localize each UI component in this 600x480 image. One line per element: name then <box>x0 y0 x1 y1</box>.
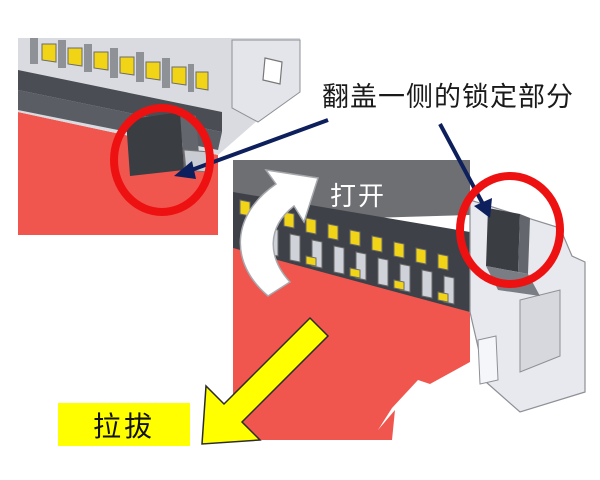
lock-callout-label: 翻盖一侧的锁定部分 <box>322 82 574 113</box>
closeup-photo <box>18 38 318 235</box>
curved-arrow-up-icon <box>239 168 319 297</box>
pull-label: 拉拔 <box>58 403 190 446</box>
gold-contacts <box>41 43 209 91</box>
open-label: 打开 <box>330 182 387 212</box>
lock-block-open <box>486 208 520 272</box>
highlight-ring-open <box>456 172 564 288</box>
open-photo <box>233 160 586 440</box>
lock-block-closeup <box>126 112 184 176</box>
highlight-ring-closeup <box>110 104 214 216</box>
arrow-down-left-icon <box>201 316 330 445</box>
